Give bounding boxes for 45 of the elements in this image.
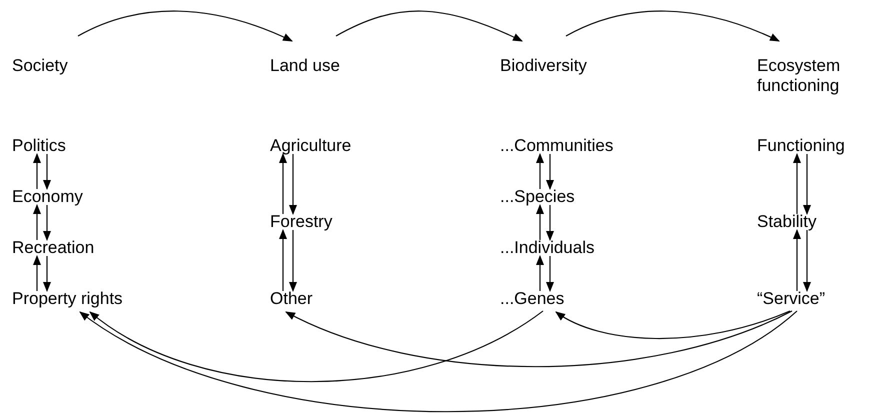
arrow [43, 154, 51, 190]
arrow [289, 154, 297, 215]
arrow [536, 153, 544, 189]
arrow [555, 310, 790, 340]
arrow [536, 255, 544, 291]
node-label: Property rights [12, 289, 123, 309]
node-label: Politics [12, 136, 66, 156]
arrow [43, 256, 51, 292]
node-label: Society [12, 56, 68, 76]
arrow [289, 230, 297, 292]
arrow [793, 153, 801, 214]
arrow [33, 204, 41, 240]
node-label: Recreation [12, 238, 94, 258]
node-label: Ecosystem functioning [757, 56, 877, 96]
node-label: Forestry [270, 212, 332, 232]
node-label: Agriculture [270, 136, 352, 156]
arrow [793, 229, 801, 291]
arrow [336, 10, 523, 42]
arrow [803, 230, 811, 292]
arrow [536, 204, 544, 240]
arrow [78, 10, 293, 42]
arrow [285, 310, 792, 368]
node-label: Functioning [757, 136, 845, 156]
node-label: “Service” [757, 289, 826, 309]
arrow [33, 255, 41, 291]
node-label: ...Communities [500, 136, 614, 156]
node-label: ...Species [500, 187, 575, 207]
arrow [279, 229, 287, 291]
node-label: Economy [12, 187, 83, 207]
arrow [546, 205, 554, 241]
arrow [279, 153, 287, 214]
node-label: Biodiversity [500, 56, 587, 76]
node-label: Stability [757, 212, 817, 232]
arrow [79, 310, 798, 412]
arrow [546, 256, 554, 292]
arrow [89, 310, 544, 382]
arrow [566, 10, 780, 42]
node-label: ...Genes [500, 289, 564, 309]
node-label: ...Individuals [500, 238, 594, 258]
node-label: Land use [270, 56, 340, 76]
node-label: Other [270, 289, 313, 309]
arrow [33, 153, 41, 189]
arrow [43, 205, 51, 241]
arrow [803, 154, 811, 215]
arrow [546, 154, 554, 190]
